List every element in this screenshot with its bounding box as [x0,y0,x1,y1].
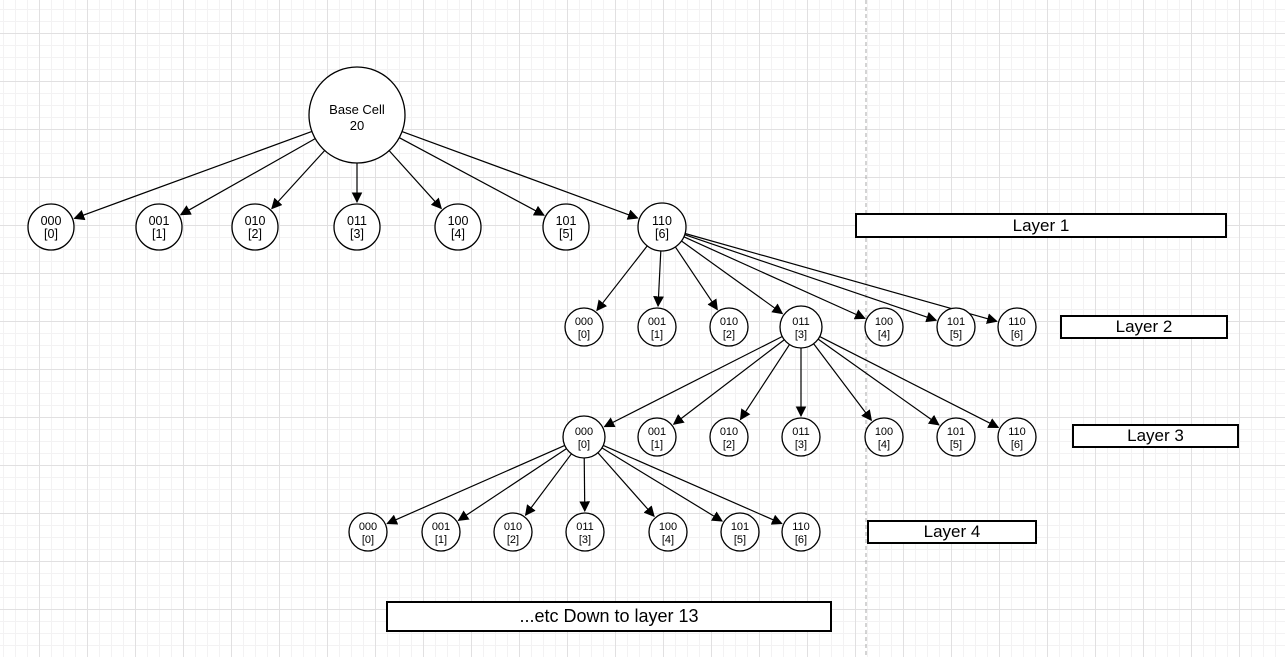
node-layer-4-010-label: 010[2] [504,521,522,546]
etc-down-to-layer-13-box: ...etc Down to layer 13 [386,601,832,632]
edge-arrow [819,335,1000,429]
node-layer-1-001-label: 001[1] [149,214,170,241]
node-layer-1-001 [135,203,183,251]
node-layer-1-000 [27,203,75,251]
node-layer-2-010 [709,307,749,347]
node-layer-2-001 [637,307,677,347]
edge-arrow [271,150,326,210]
layer-3-label-box: Layer 3 [1072,424,1239,448]
edge-arrow [597,452,655,518]
node-layer-2-011-label: 011[3] [792,316,810,341]
node-layer-3-001-label: 001[1] [648,426,666,451]
node-layer-3-010-label: 010[2] [720,426,738,451]
node-layer-2-010-label: 010[2] [720,316,738,341]
node-layer-4-000-label: 000[0] [359,521,377,546]
node-layer-4-000 [348,512,388,552]
node-layer-2-000-label: 000[0] [575,316,593,341]
node-layer-3-100-label: 100[4] [875,426,893,451]
node-layer-4-001-label: 001[1] [432,521,450,546]
edge-arrow [579,457,591,513]
node-layer-1-010-label: 010[2] [245,214,266,241]
layer-1-label-box: Layer 1 [855,213,1227,238]
node-layer-3-101-label: 101[5] [947,426,965,451]
node-layer-4-101-label: 101[5] [731,521,749,546]
node-layer-4-101 [720,512,760,552]
node-layer-1-100 [434,203,482,251]
layer-2-label: Layer 2 [1115,317,1173,336]
node-layer-3-000 [562,415,606,459]
node-layer-1-110 [637,202,687,252]
node-layer-3-101 [936,417,976,457]
edge-arrow [401,130,639,220]
edge-arrow [684,234,938,323]
edge-arrow [817,338,940,426]
node-layer-3-110-label: 110[6] [1008,426,1026,451]
edge-arrow [684,232,998,324]
node-layer-2-101-label: 101[5] [947,316,965,341]
node-layer-2-110-label: 110[6] [1008,316,1026,341]
node-layer-1-110-label: 110[6] [652,214,672,241]
node-base-cell [308,66,406,164]
node-layer-3-001 [637,417,677,457]
edge-arrow [653,250,664,308]
node-layer-4-011-label: 011[3] [576,521,594,546]
edge-arrow [388,150,442,210]
node-layer-1-010 [231,203,279,251]
node-layer-3-011-label: 011[3] [792,426,810,451]
edge-arrow [399,137,545,216]
node-layer-4-100 [648,512,688,552]
layer-4-label: Layer 4 [923,522,981,541]
edge-arrow [674,246,718,311]
node-layer-4-010 [493,512,533,552]
edge-arrow [683,236,866,320]
edge-arrow [179,138,316,216]
node-layer-2-100-label: 100[4] [875,316,893,341]
edge-arrow [596,245,648,312]
layer-2-label-box: Layer 2 [1060,315,1228,339]
node-layer-3-010 [709,417,749,457]
edge-arrow [457,448,567,521]
edge-arrow [672,339,785,425]
node-layer-2-100 [864,307,904,347]
node-layer-2-011 [779,305,823,349]
node-layer-2-000 [564,307,604,347]
edge-arrow [386,444,566,525]
node-layer-3-110 [997,417,1037,457]
edge-arrow [681,240,784,315]
edge-arrow [603,335,783,428]
layer-4-label-box: Layer 4 [867,520,1037,544]
node-layer-2-001-label: 001[1] [648,316,666,341]
node-layer-2-110 [997,307,1037,347]
node-layer-4-100-label: 100[4] [659,521,677,546]
edge-arrow [813,343,873,422]
etc-down-to-layer-13-label: ...etc Down to layer 13 [519,606,699,626]
node-layer-1-000-label: 000[0] [41,214,62,241]
layer-3-label: Layer 3 [1127,426,1184,445]
node-layer-1-011 [333,203,381,251]
node-layer-1-011-label: 011[3] [347,214,367,241]
edge-arrow [602,444,783,525]
node-layer-3-011 [781,417,821,457]
edge-arrow [73,130,313,221]
edge-arrow [739,344,791,421]
node-layer-3-100 [864,417,904,457]
node-layer-4-110 [781,512,821,552]
node-layer-4-110-label: 110[6] [792,521,810,546]
node-layer-2-101 [936,307,976,347]
node-layer-3-000-label: 000[0] [575,426,593,451]
node-layer-1-100-label: 100[4] [448,214,469,241]
edge-arrow [601,447,723,522]
node-layer-4-011 [565,512,605,552]
node-layer-1-101 [542,203,590,251]
node-layer-4-001 [421,512,461,552]
edge-arrow [524,453,572,517]
layer-1-label: Layer 1 [1012,215,1070,235]
node-layer-1-101-label: 101[5] [556,214,577,241]
